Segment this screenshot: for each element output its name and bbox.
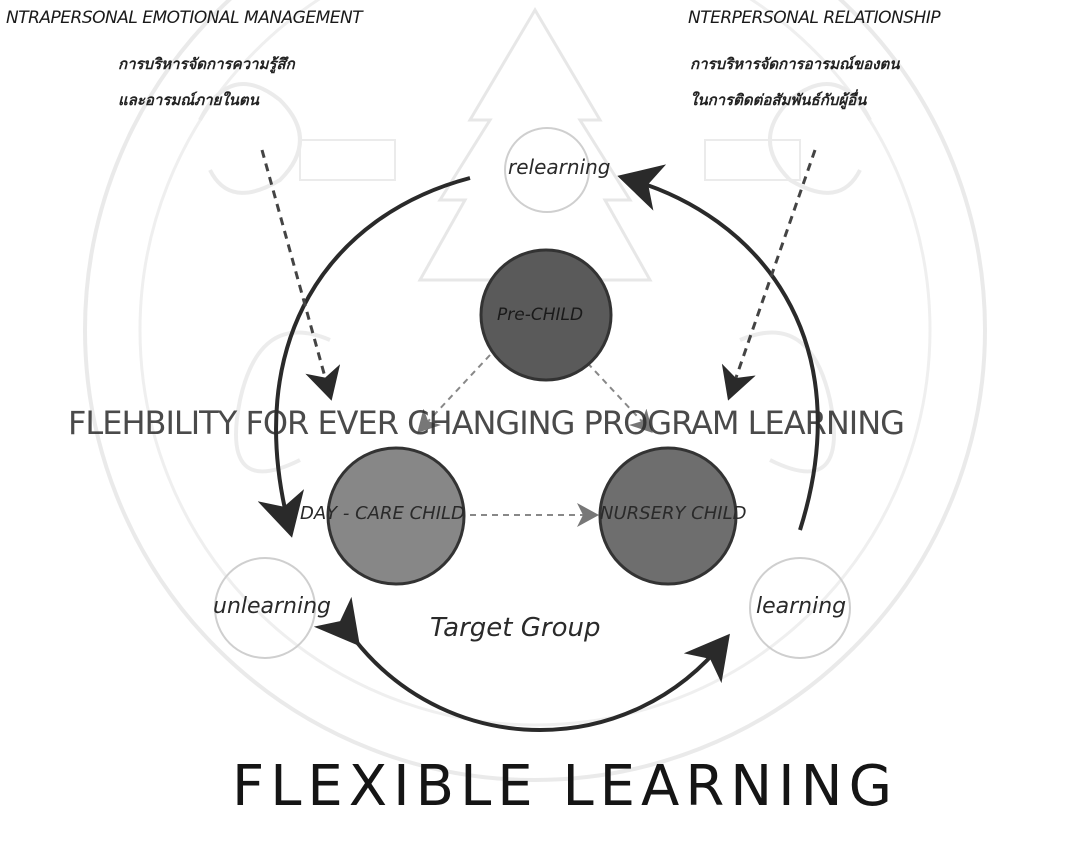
day-care-child-circle <box>326 446 466 586</box>
pre-child-label: Pre-CHILD <box>497 305 584 325</box>
left-header-thai-2: และอารมณ์ภายในตน <box>118 91 259 109</box>
learning-ring <box>749 557 851 659</box>
right-header-thai-1: การบริหารจัดการอารมณ์ของตน <box>690 55 900 73</box>
dashed-arrow-left <box>260 149 341 401</box>
day-care-child-label: DAY - CARE CHILD <box>300 503 465 524</box>
relearning-ring <box>504 127 590 213</box>
main-title: FLEXIBLE LEARNING <box>232 754 898 819</box>
arc-unlearning-learning <box>313 596 730 732</box>
center-band-text: FLEHBILITY FOR EVER CHANGING PROGRAM LEA… <box>68 404 905 442</box>
seal-watermark <box>83 0 987 782</box>
pre-child-circle <box>479 248 613 382</box>
relearning-label: relearning <box>508 155 611 179</box>
unlearning-label: unlearning <box>213 594 332 619</box>
arc-learning-to-relearning <box>617 164 820 531</box>
nursery-child-circle <box>598 446 738 586</box>
arc-relearning-to-unlearning <box>257 176 471 538</box>
learning-label: learning <box>756 594 847 619</box>
target-group-label: Target Group <box>430 613 601 643</box>
right-header-title: NTERPERSONAL RELATIONSHIP <box>688 8 941 28</box>
left-header-title: NTRAPERSONAL EMOTIONAL MANAGEMENT <box>6 8 363 28</box>
left-header-thai-1: การบริหารจัดการความรู้สึก <box>118 55 295 73</box>
nursery-child-label: NURSERY CHILD <box>600 503 747 524</box>
right-header-thai-2: ในการติดต่อสัมพันธ์กับผู้อื่น <box>690 91 867 109</box>
dashed-arrow-right <box>721 149 817 401</box>
